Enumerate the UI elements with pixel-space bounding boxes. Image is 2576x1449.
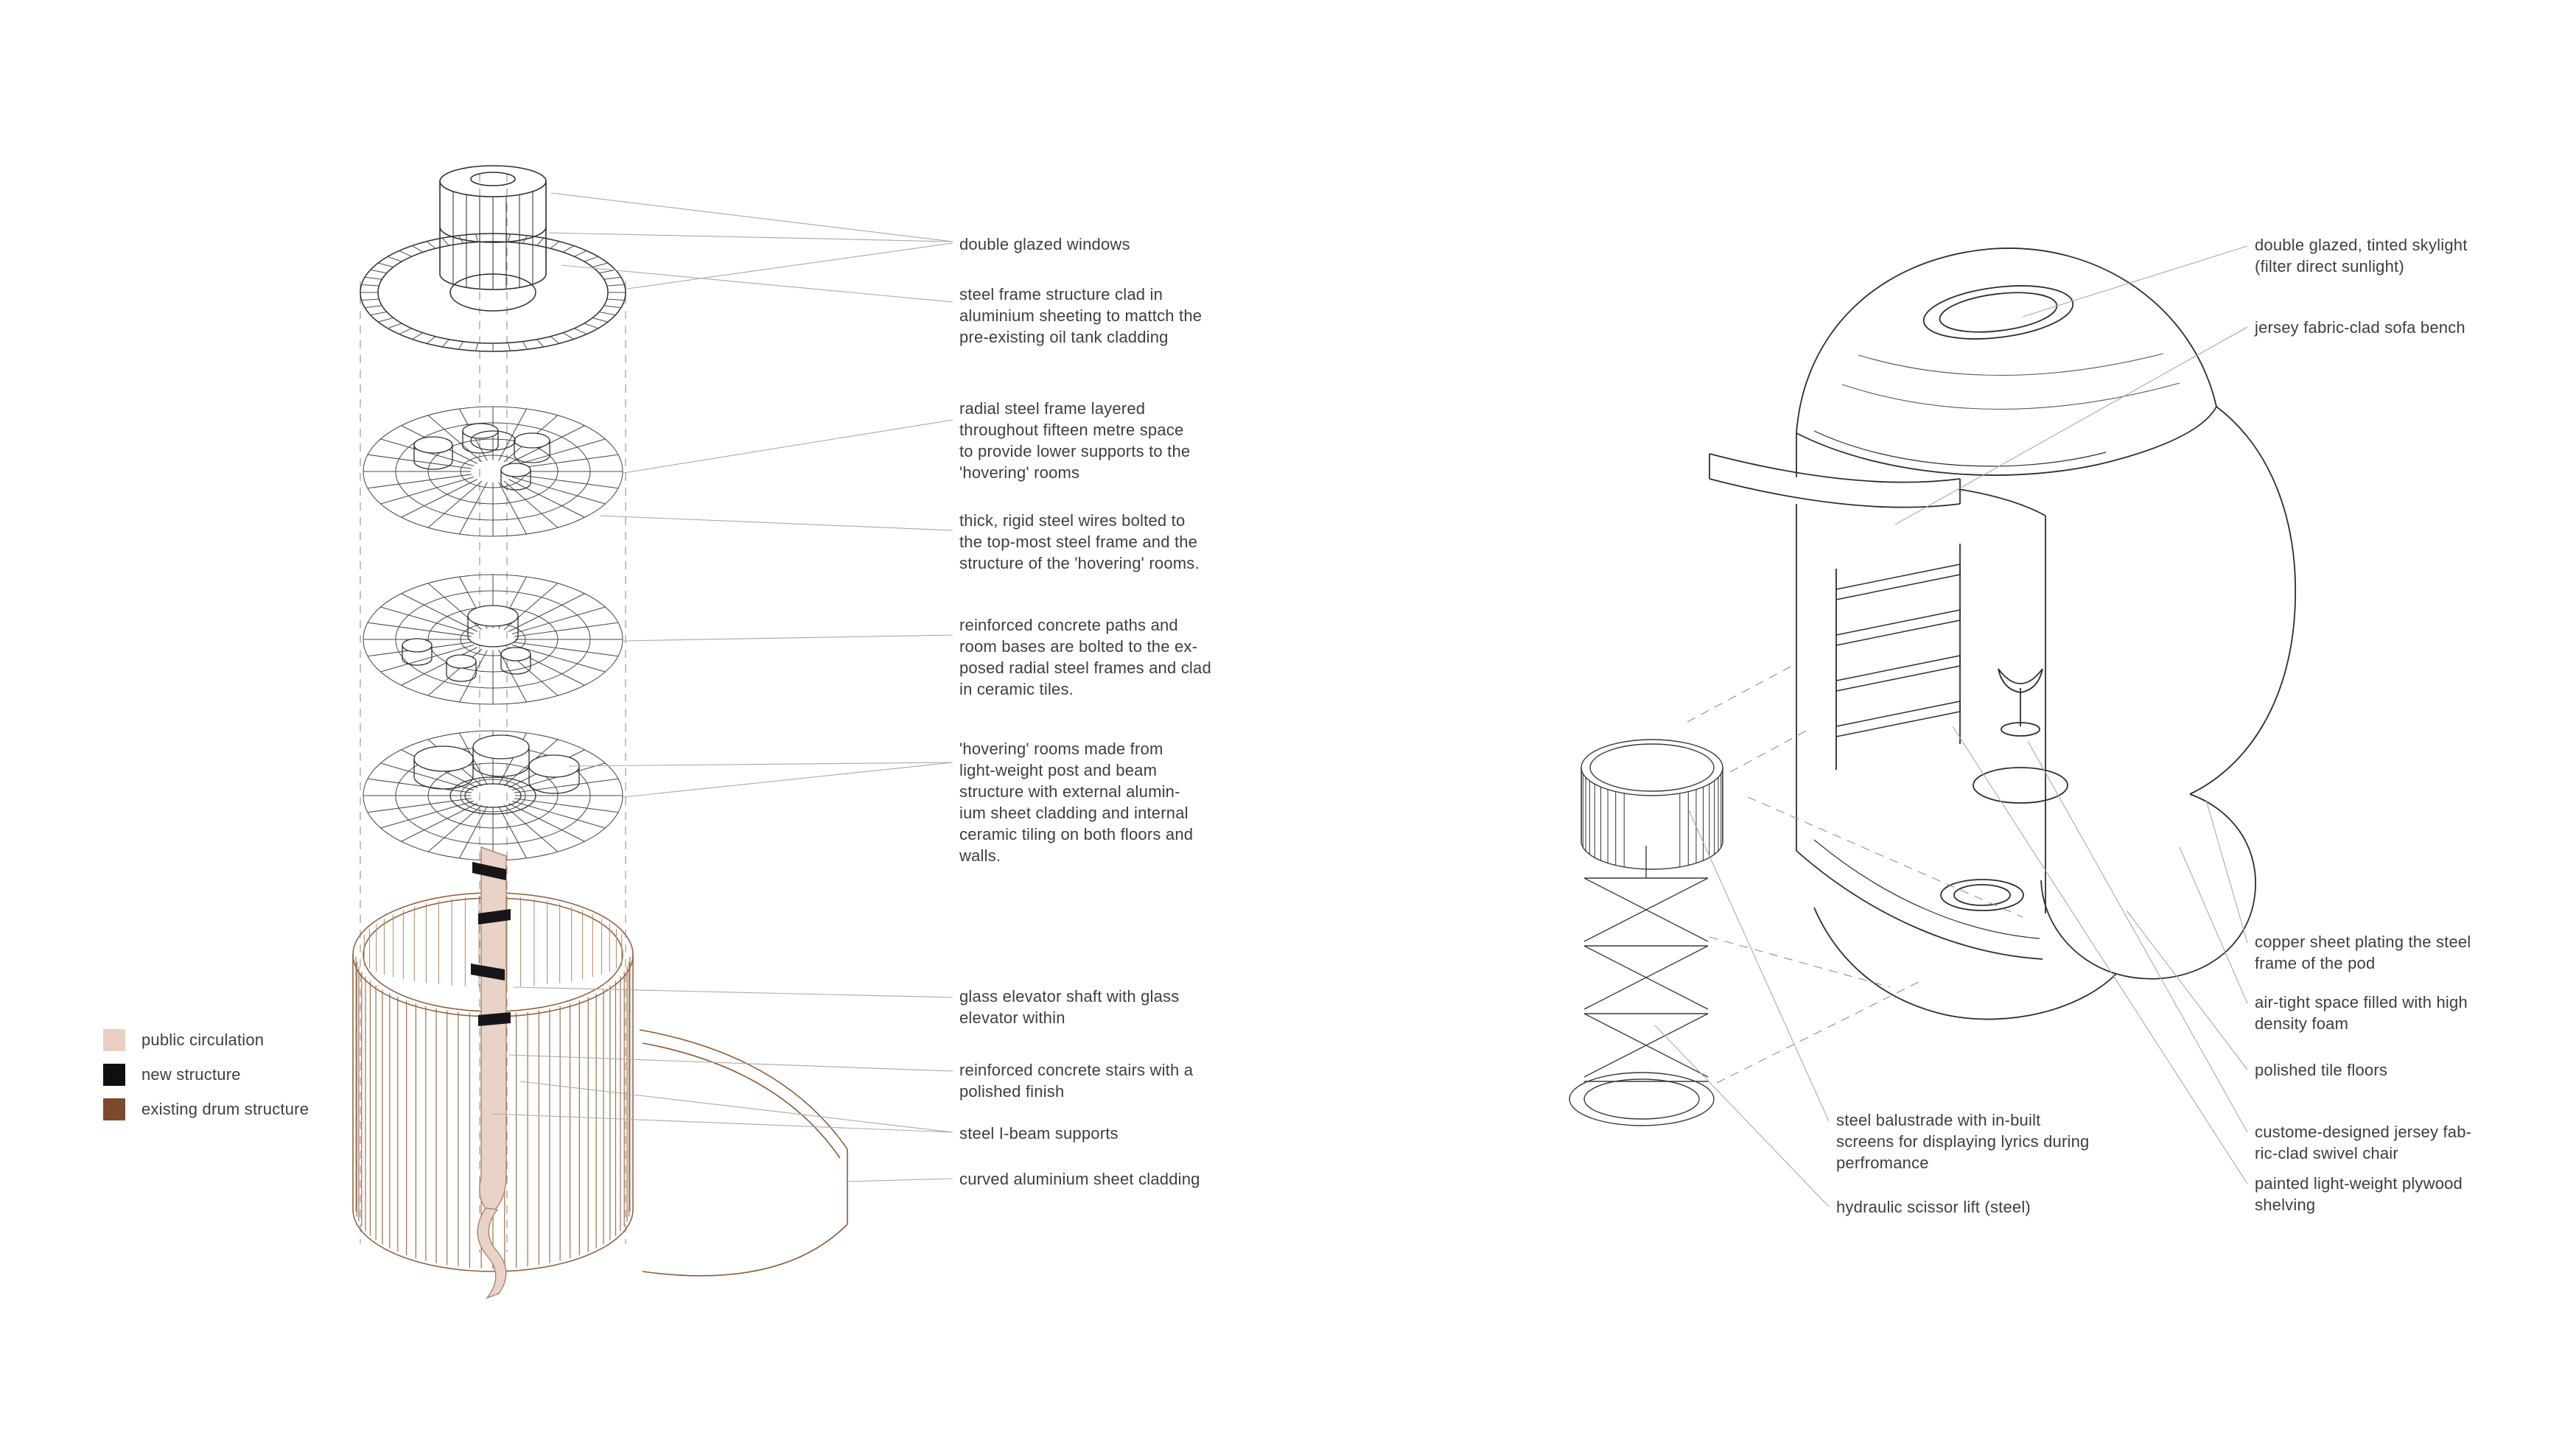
legend-item-existing-drum-structure: existing drum structure	[103, 1098, 309, 1121]
annotation-steel-frame-cladding: steel frame structure clad in aluminium …	[959, 285, 1203, 347]
curved-cladding-sheet	[639, 1029, 848, 1277]
roof-disc-ticks	[360, 234, 626, 351]
pod-right-shell	[2189, 406, 2297, 795]
legend-label-public-circulation: public circulation	[141, 1031, 265, 1049]
new-structure-stair-flights	[471, 862, 511, 1026]
steel-balustrade	[1581, 739, 1723, 870]
annotation-steel-balustrade: steel balustrade with in-built screens f…	[1836, 1111, 2090, 1173]
annotation-concrete-stairs: reinforced concrete stairs with a polish…	[959, 1061, 1194, 1101]
pod-dashed-connectors	[1687, 666, 2023, 1084]
floor-circle-large	[1973, 767, 2068, 804]
annotation-copper-sheet: copper sheet plating the steel frame of …	[2255, 933, 2471, 973]
annotation-polished-tile-floors: polished tile floors	[2255, 1061, 2388, 1079]
left-exploded-axonometric	[352, 165, 953, 1299]
right-pod-cutaway	[1709, 248, 2297, 1020]
annotation-radial-steel-frame: radial steel frame layered throughout fi…	[959, 399, 1191, 483]
legend-label-existing-drum-structure: existing drum structure	[141, 1100, 309, 1118]
legend-swatch-new-structure	[103, 1064, 125, 1086]
legend-swatch-public-circulation	[103, 1029, 125, 1051]
annotation-tinted-skylight: double glazed, tinted skylight (filter d…	[2255, 236, 2468, 276]
swivel-chair	[1998, 668, 2043, 737]
balustrade-and-scissor-lift	[1569, 739, 1723, 1126]
floor-circle-small	[1940, 879, 2024, 911]
legend-item-public-circulation: public circulation	[103, 1028, 264, 1052]
skylight	[1922, 285, 2074, 340]
construction-guides	[360, 174, 626, 1252]
right-leader-lines	[1654, 245, 2248, 1207]
annotation-hovering-rooms: 'hovering' rooms made from light-weight …	[959, 740, 1194, 866]
stair-ribbon	[471, 846, 511, 1299]
pod-copper-curl	[2040, 793, 2256, 980]
plywood-shelving	[1835, 564, 1961, 737]
annotation-airtight-foam: air-tight space filled with high density…	[2255, 993, 2468, 1034]
annotation-ibeam-supports: steel I-beam supports	[959, 1124, 1119, 1143]
left-leader-lines	[491, 192, 953, 1182]
annotation-sofa-bench: jersey fabric-clad sofa bench	[2255, 318, 2465, 337]
legend-label-new-structure: new structure	[141, 1065, 241, 1084]
annotation-concrete-paths: reinforced concrete paths and room bases…	[959, 616, 1211, 699]
legend-swatch-existing-drum-structure	[103, 1098, 125, 1120]
annotation-hydraulic-scissor-lift: hydraulic scissor lift (steel)	[1836, 1198, 2031, 1216]
annotation-curved-cladding: curved aluminium sheet cladding	[959, 1170, 1200, 1188]
radial-frame-disc-2	[363, 574, 623, 705]
sofa-bench	[1709, 453, 1961, 508]
balustrade-bars	[1581, 770, 1723, 867]
legend-item-new-structure: new structure	[103, 1063, 241, 1087]
lift-base	[1569, 1072, 1715, 1126]
annotation-swivel-chair: custome-designed jersey fab- ric-clad sw…	[2255, 1123, 2472, 1163]
pod-floor-edge	[1796, 850, 2043, 960]
drum-front-slats	[355, 956, 631, 1269]
annotation-double-glazed-windows: double glazed windows	[959, 235, 1130, 253]
hovering-room-pods	[402, 423, 580, 815]
pod-bottom-shell	[1813, 907, 2117, 1020]
pod-dome-cut-rim	[1796, 406, 2217, 476]
annotation-plywood-shelving: painted light-weight plywood shelving	[2255, 1174, 2463, 1215]
annotation-steel-wires: thick, rigid steel wires bolted to the t…	[959, 511, 1200, 573]
scissor-lift	[1583, 877, 1709, 1082]
annotation-glass-elevator: glass elevator shaft with glass elevator…	[959, 987, 1180, 1028]
pod-dome-outline	[1796, 248, 2217, 434]
